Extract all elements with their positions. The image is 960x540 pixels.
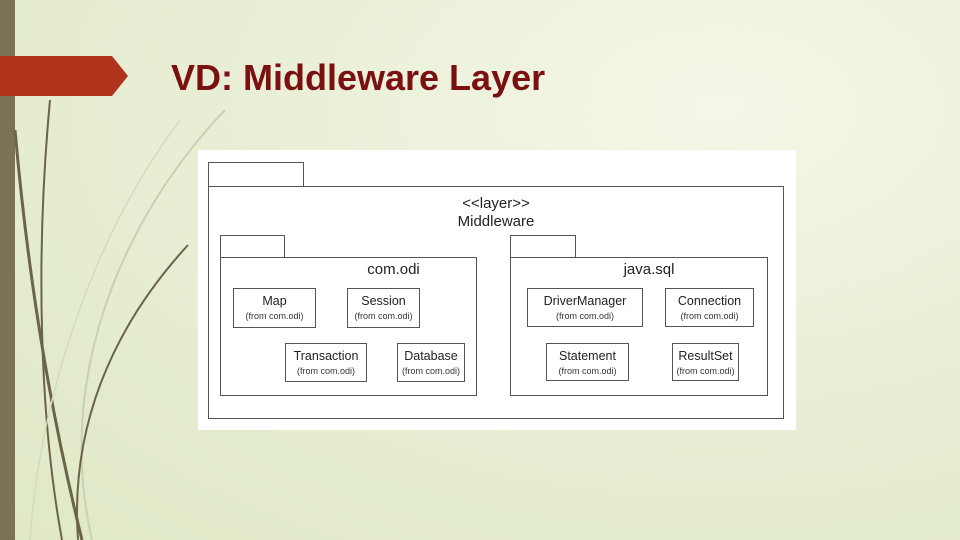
class-map-origin: (from com.odi) [245, 311, 304, 321]
class-database: Database (from com.odi) [397, 343, 465, 382]
class-statement-name: Statement [559, 349, 616, 363]
class-result-set: ResultSet (from com.odi) [672, 343, 739, 381]
class-transaction-origin: (from com.odi) [296, 366, 355, 376]
class-transaction: Transaction (from com.odi) [285, 343, 367, 382]
package-com-odi-name: com.odi [367, 261, 420, 278]
class-statement-origin: (from com.odi) [558, 366, 617, 376]
uml-diagram: <<layer>> Middleware com.odi Map (from c… [198, 150, 796, 430]
class-connection-name: Connection [677, 294, 742, 308]
class-session-origin: (from com.odi) [354, 311, 413, 321]
class-connection-origin: (from com.odi) [680, 311, 739, 321]
class-map: Map (from com.odi) [233, 288, 316, 328]
class-driver-manager: DriverManager (from com.odi) [527, 288, 643, 327]
class-driver-manager-name: DriverManager [543, 294, 627, 308]
class-session: Session (from com.odi) [347, 288, 420, 328]
left-accent-bar [0, 0, 15, 540]
class-map-name: Map [262, 294, 287, 308]
outer-package-name: Middleware [457, 213, 535, 230]
decorative-swoosh-lines [13, 99, 226, 540]
class-database-origin: (from com.odi) [401, 366, 460, 376]
package-com-odi-tab [220, 235, 285, 258]
class-session-name: Session [361, 294, 406, 308]
class-result-set-name: ResultSet [678, 349, 733, 363]
package-java-sql-name: java.sql [623, 261, 675, 278]
class-driver-manager-origin: (from com.odi) [555, 311, 614, 321]
title-accent-tab [0, 56, 128, 96]
class-connection: Connection (from com.odi) [665, 288, 754, 327]
class-database-name: Database [404, 349, 458, 363]
class-transaction-name: Transaction [293, 349, 359, 363]
package-java-sql-tab [510, 235, 576, 258]
outer-package-tab [208, 162, 304, 187]
class-result-set-origin: (from com.odi) [676, 366, 735, 376]
slide-title: VD: Middleware Layer [171, 57, 546, 98]
outer-package-stereotype: <<layer>> [462, 195, 530, 212]
class-statement: Statement (from com.odi) [546, 343, 629, 381]
